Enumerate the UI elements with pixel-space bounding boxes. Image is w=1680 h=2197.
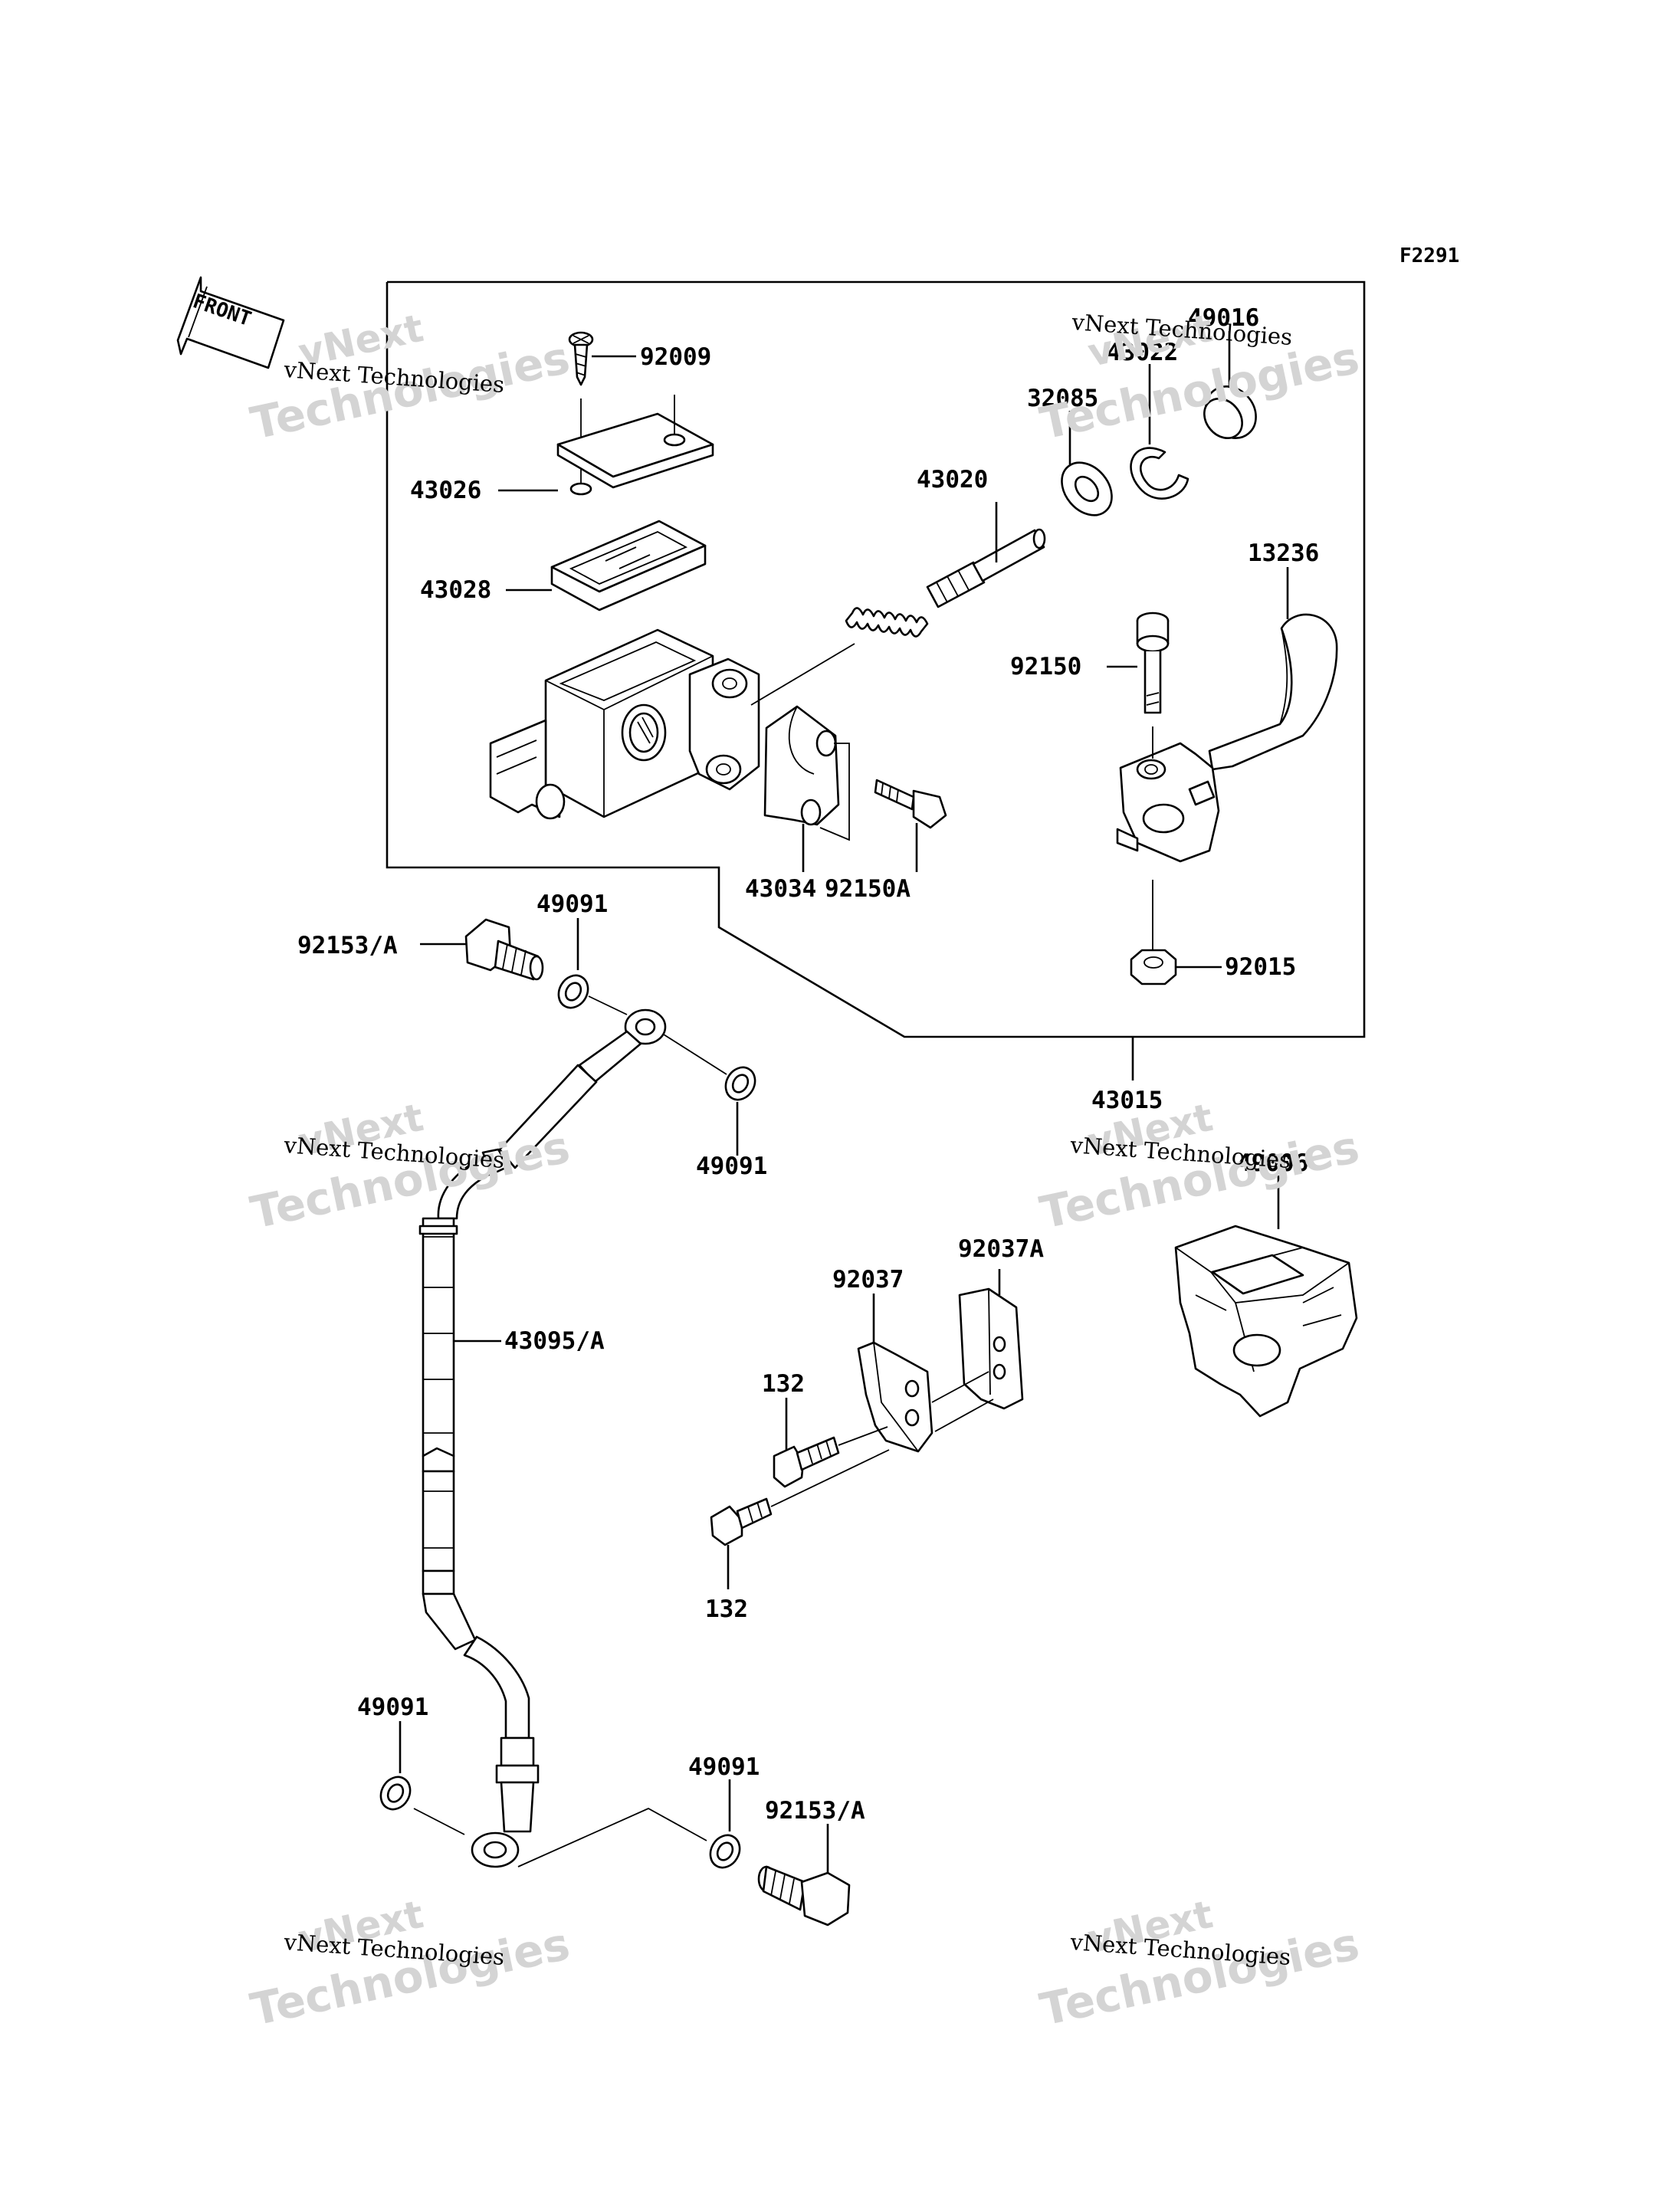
piston-43020 xyxy=(926,528,1046,608)
label-92037: 92037 xyxy=(832,1266,904,1294)
label-43028: 43028 xyxy=(420,576,491,604)
label-92150: 92150 xyxy=(1010,653,1081,680)
lever-13236 xyxy=(1116,613,1338,863)
label-43034: 43034 xyxy=(745,875,816,903)
bracket-92037A xyxy=(958,1287,1024,1410)
washer-49091-c xyxy=(379,1776,412,1811)
spring-43020 xyxy=(845,607,929,638)
banjo-bolt-92153A-upper xyxy=(464,918,544,981)
label-49091-b: 49091 xyxy=(696,1153,767,1180)
label-49091-d: 49091 xyxy=(688,1753,760,1781)
bolt-132-b xyxy=(710,1497,773,1546)
assembly-frame-43015 xyxy=(386,280,1366,1038)
bolt-92150A xyxy=(874,779,947,829)
label-43095A: 43095/A xyxy=(504,1327,605,1355)
washer-49091-d xyxy=(709,1834,741,1869)
bolt-132-a xyxy=(773,1436,840,1488)
label-43026: 43026 xyxy=(410,477,481,504)
pivot-bolt-92150 xyxy=(1136,612,1170,714)
screw-92009 xyxy=(568,331,594,386)
label-43022: 43022 xyxy=(1107,339,1178,366)
label-49006: 49006 xyxy=(1237,1149,1308,1177)
label-49091-c: 49091 xyxy=(357,1694,428,1721)
master-cylinder-body xyxy=(489,628,760,820)
label-43020: 43020 xyxy=(917,466,988,494)
label-92015: 92015 xyxy=(1225,953,1296,981)
seal-49016 xyxy=(1203,385,1257,439)
label-92153A-top: 92153/A xyxy=(297,932,398,959)
washer-32085 xyxy=(1061,461,1113,516)
label-132-a: 132 xyxy=(762,1370,805,1398)
label-92037A: 92037A xyxy=(958,1235,1044,1263)
clamp-43034 xyxy=(763,705,850,841)
figure-code: F2291 xyxy=(1399,244,1459,267)
cover-49006 xyxy=(1174,1225,1358,1418)
label-92150A: 92150A xyxy=(825,875,911,903)
label-13236: 13236 xyxy=(1248,539,1319,567)
washer-49091-b xyxy=(724,1066,756,1101)
label-32085: 32085 xyxy=(1027,385,1098,412)
label-49016: 49016 xyxy=(1188,304,1259,332)
banjo-bolt-92153A-lower xyxy=(757,1865,851,1926)
watermark-top-right: vNext Technologies xyxy=(1035,306,1363,450)
washer-49091-a xyxy=(557,974,589,1009)
label-132-b: 132 xyxy=(705,1595,748,1623)
label-92009: 92009 xyxy=(640,343,711,371)
label-43015: 43015 xyxy=(1091,1087,1163,1114)
label-49091-a: 49091 xyxy=(536,890,608,918)
diaphragm-43028 xyxy=(550,520,707,612)
nut-92015 xyxy=(1130,949,1177,985)
front-arrow-icon: FRONT xyxy=(176,276,285,369)
bracket-92037 xyxy=(857,1341,934,1453)
circlip-43022 xyxy=(1130,447,1189,500)
label-92153A-bottom: 92153/A xyxy=(765,1797,865,1825)
brake-hose-43095A xyxy=(418,1008,667,1868)
